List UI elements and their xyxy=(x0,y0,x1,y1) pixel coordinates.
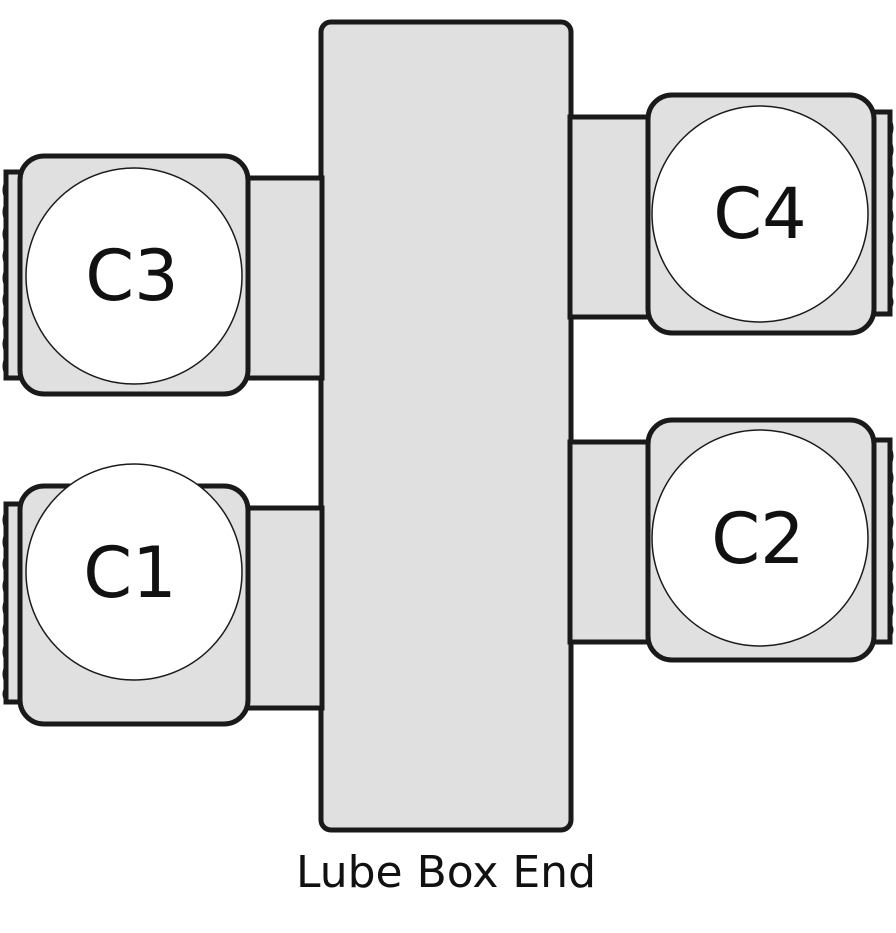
cylinder-c3: C3 xyxy=(2,153,325,397)
c3-neck xyxy=(243,175,325,381)
lube-box-body xyxy=(318,19,574,833)
c2-thread-ridges xyxy=(888,447,894,637)
c2-face xyxy=(651,429,869,647)
c1-label: C1 xyxy=(83,532,176,614)
c4-label: C4 xyxy=(713,173,806,255)
c4-face xyxy=(651,105,869,323)
cylinder-c1: C1 xyxy=(2,463,325,727)
cylinder-c4: C4 xyxy=(567,92,894,336)
lube-box-caption: Lube Box End xyxy=(296,847,596,898)
c3-face xyxy=(25,167,243,385)
c1-face xyxy=(25,463,243,681)
c1-neck xyxy=(243,505,325,711)
c2-neck xyxy=(567,439,653,645)
c3-thread-ridges xyxy=(2,181,8,375)
c3-label: C3 xyxy=(85,235,178,317)
cylinder-c2: C2 xyxy=(567,417,894,663)
c2-label: C2 xyxy=(711,498,804,580)
c4-neck xyxy=(567,114,653,320)
c4-thread-ridges xyxy=(888,119,894,309)
c1-thread-ridges xyxy=(2,511,8,701)
